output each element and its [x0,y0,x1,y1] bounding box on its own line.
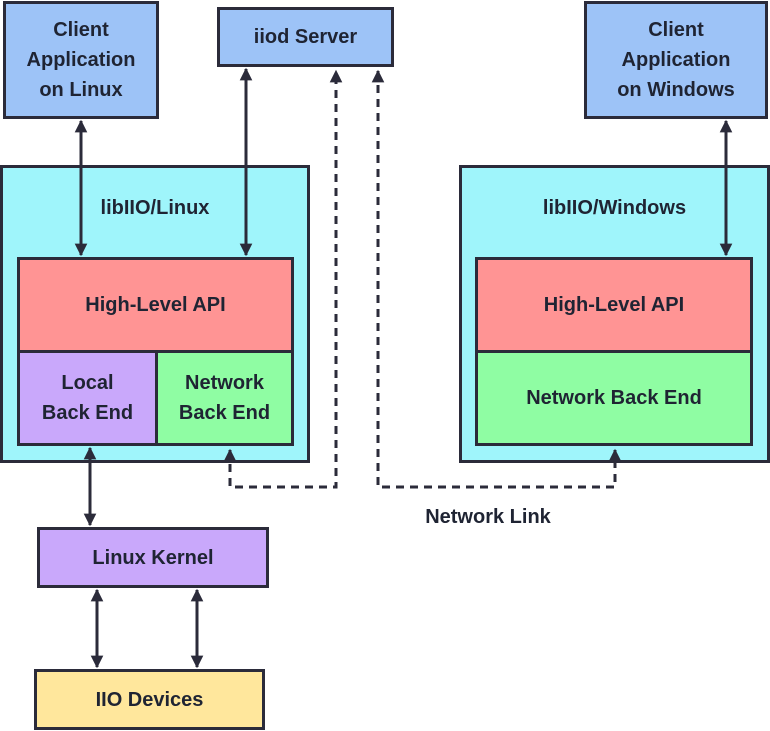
network-back-end-windows-box: Network Back End [475,350,753,446]
linux-kernel-box: Linux Kernel [37,527,269,588]
local-back-end-box: Local Back End [17,350,158,446]
network-link-label: Network Link [425,506,551,528]
high-level-api-linux-box: High-Level API [17,257,294,353]
network-back-end-linux-box: Network Back End [155,350,294,446]
libiio-linux-title: libIIO/Linux [100,197,210,219]
iio-devices-box: IIO Devices [34,669,265,730]
client-application-linux-box: Client Application on Linux [3,1,159,119]
client-application-windows-box: Client Application on Windows [584,1,768,119]
high-level-api-windows-box: High-Level API [475,257,753,353]
iiod-server-box: iiod Server [217,7,394,67]
libiio-windows-title: libIIO/Windows [542,197,687,219]
